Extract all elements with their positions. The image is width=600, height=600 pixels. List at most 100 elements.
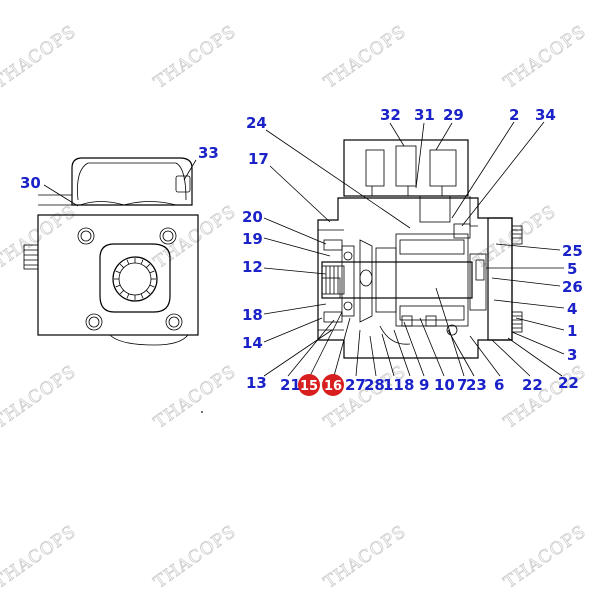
drive-shaft	[321, 261, 473, 299]
leader-lines	[263, 121, 565, 377]
leader-33	[183, 159, 197, 181]
callout-16: 16	[324, 379, 342, 394]
watermark-text: THACOPS	[500, 522, 590, 593]
valve-spool-32	[365, 149, 385, 187]
bolt-hole-top-right	[159, 227, 177, 245]
leader-21	[287, 319, 335, 377]
leader-18	[263, 303, 327, 315]
leader-7	[435, 287, 465, 377]
callout-13: 13	[246, 374, 267, 392]
leader-12	[263, 267, 327, 275]
gear-12	[321, 277, 341, 299]
plug-34	[453, 223, 471, 239]
leader-19	[263, 237, 331, 257]
callout-19: 19	[242, 230, 263, 248]
swash-plate	[359, 239, 373, 323]
callout-23: 23	[466, 376, 487, 394]
valve-plate-port	[475, 259, 485, 281]
bolt-hole-top-left	[77, 227, 95, 245]
leader-6	[469, 335, 501, 377]
leader-8	[393, 329, 411, 377]
stray-dot	[201, 411, 203, 413]
watermark-text: THACOPS	[0, 22, 80, 93]
callout-1: 1	[567, 322, 577, 340]
callout-2: 2	[509, 106, 519, 124]
pilot-boss	[99, 243, 171, 313]
callout-22-bottom: 22	[522, 376, 543, 394]
callout-28: 28	[364, 376, 385, 394]
piston-upper	[399, 239, 465, 255]
callout-25: 25	[562, 242, 583, 260]
leader-24	[265, 129, 411, 229]
end-view-top-contour	[77, 162, 187, 201]
spline-tooth	[126, 259, 130, 265]
spline-tooth	[140, 259, 144, 265]
leader-13	[263, 329, 333, 377]
highlight-badge-16	[322, 374, 344, 396]
pump-body	[317, 197, 513, 359]
fitting-33-shape	[175, 175, 191, 193]
bolt-hole-top-right-inner	[162, 230, 174, 242]
end-view-spline-stub	[23, 244, 39, 270]
callout-10: 10	[434, 376, 455, 394]
callout-32: 32	[380, 106, 401, 124]
leader-15	[309, 311, 343, 377]
valve-block	[343, 139, 469, 197]
watermark-text: THACOPS	[150, 522, 240, 593]
leader-17	[269, 165, 331, 223]
shoe-plate	[375, 247, 397, 313]
leader-11	[381, 333, 395, 377]
leader-32	[389, 122, 405, 147]
spline-tooth	[119, 290, 124, 295]
leader-1	[515, 317, 565, 331]
lower-plug	[446, 324, 458, 336]
cylinder-block	[395, 233, 469, 327]
shaft-spline-lines	[325, 266, 339, 294]
leader-27	[355, 329, 361, 377]
cover-bolt-top	[511, 225, 523, 245]
watermark-text: THACOPS	[0, 522, 80, 593]
callout-33: 33	[198, 144, 219, 162]
shaft-spline-end	[321, 265, 345, 295]
callout-12: 12	[242, 258, 263, 276]
leader-3	[511, 331, 565, 355]
spline-teeth	[114, 258, 156, 300]
end-view-top-housing	[71, 157, 193, 206]
bearing-ball-bottom	[343, 301, 353, 311]
oil-seal-18	[323, 311, 343, 323]
lower-curve	[379, 325, 411, 345]
small-part-2	[425, 315, 437, 327]
servo-piston-bore	[419, 195, 451, 223]
end-cover	[487, 217, 513, 341]
callout-labels: 32 31 29 2 34 24 17 33 30 20 19 12 18 14…	[20, 106, 583, 396]
cover-bolt-bottom-thread	[512, 315, 522, 329]
watermark-text: THACOPS	[500, 22, 590, 93]
end-view-flange	[37, 214, 199, 336]
leader-4	[493, 299, 565, 309]
highlight-badge-15	[298, 374, 320, 396]
bearing-ball-top	[343, 251, 353, 261]
end-view-flange-lines	[38, 194, 72, 206]
callout-3: 3	[567, 346, 577, 364]
callout-22-right: 22	[558, 374, 579, 392]
callout-30: 30	[20, 174, 41, 192]
bolt-hole-bottom-left	[85, 313, 103, 331]
bolt-hole-bottom-left-inner	[88, 316, 100, 328]
leader-28	[369, 335, 377, 377]
callout-5: 5	[567, 260, 577, 278]
spline-tooth	[115, 284, 121, 288]
callout-18: 18	[242, 306, 263, 324]
watermark-text: THACOPS	[150, 202, 240, 273]
callout-26: 26	[562, 278, 583, 296]
leader-22b	[507, 337, 563, 377]
spline-tooth	[126, 293, 130, 299]
end-view-spline-teeth	[24, 249, 38, 266]
end-view	[23, 157, 199, 346]
small-part-1	[401, 315, 413, 327]
leader-9	[403, 321, 425, 377]
bolt-hole-top-left-inner	[80, 230, 92, 242]
callout-14: 14	[242, 334, 263, 352]
bolt-hole-bottom-right	[165, 313, 183, 331]
shoe-center	[359, 269, 373, 287]
